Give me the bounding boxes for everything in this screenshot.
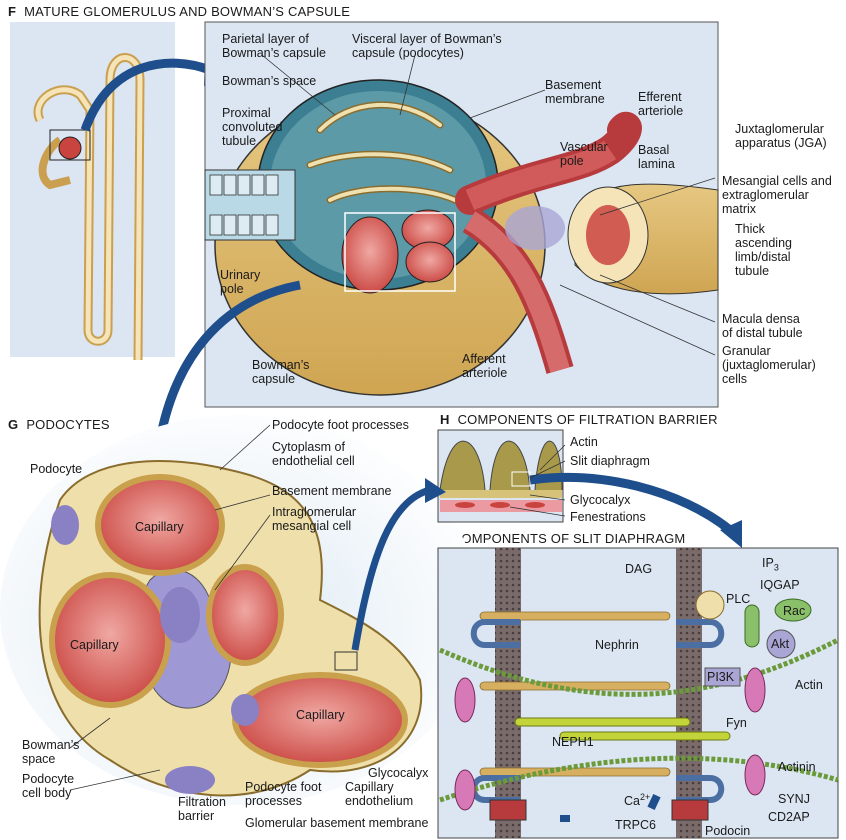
label-foot-processes: Podocyte foot processes xyxy=(272,418,409,432)
label-dag: DAG xyxy=(625,562,653,576)
label-basement-membrane-f: Basement membrane xyxy=(545,78,605,106)
zoom-arrow-h xyxy=(351,486,432,651)
label-rac: Rac xyxy=(783,604,806,618)
label-jga: Juxtaglomerular apparatus (JGA) xyxy=(735,122,827,150)
label-synj: SYNJ xyxy=(778,792,810,806)
label-cd2ap: CD2AP xyxy=(768,810,810,824)
leader-lines xyxy=(69,54,716,791)
zoom-arrow-f xyxy=(80,58,212,132)
label-fenestrations: Fenestrations xyxy=(570,510,646,524)
label-slit-diaphragm: Slit diaphragm xyxy=(570,454,650,468)
label-pi3k: PI3K xyxy=(707,670,735,684)
label-afferent-arteriole: Afferent arteriole xyxy=(462,352,508,380)
label-parietal-layer: Parietal layer of Bowman’s capsule xyxy=(222,32,326,60)
zoom-arrow-g xyxy=(155,280,301,441)
label-capillary-2: Capillary xyxy=(70,638,119,652)
label-nephrin: Nephrin xyxy=(595,638,639,652)
label-capillary-3: Capillary xyxy=(296,708,345,722)
label-akt: Akt xyxy=(771,637,790,651)
slit-diaphragm-panel xyxy=(437,547,840,839)
label-efferent-arteriole: Efferent arteriole xyxy=(638,90,684,118)
label-podocyte-cell-body: Podocyte cell body xyxy=(22,772,75,800)
label-plc: PLC xyxy=(726,592,751,606)
label-cytoplasm-endothelial: Cytoplasm of endothelial cell xyxy=(272,440,355,468)
label-calcium: Ca2+ xyxy=(624,792,651,809)
label-filtration-barrier: Filtration barrier xyxy=(178,795,226,823)
label-neph1: NEPH1 xyxy=(552,735,594,749)
label-bowman-space: Bowman’s space xyxy=(222,74,317,88)
label-fyn: Fyn xyxy=(726,716,747,730)
podocyte-panel xyxy=(0,415,480,805)
label-basement-membrane-g: Basement membrane xyxy=(272,484,392,498)
label-podocyte: Podocyte xyxy=(30,462,83,476)
label-glycocalyx-h: Glycocalyx xyxy=(570,493,631,507)
label-capillary-1: Capillary xyxy=(135,520,184,534)
label-bowman-capsule: Bowman’s capsule xyxy=(252,358,310,386)
label-gbm: Glomerular basement membrane xyxy=(245,816,429,830)
label-trpc6: TRPC6 xyxy=(615,818,656,832)
label-thick-ascending-limb: Thick ascending limb/distal tubule xyxy=(735,222,792,278)
label-actin-h: Actin xyxy=(570,435,598,449)
label-urinary-pole: Urinary pole xyxy=(220,268,261,296)
label-ip3: IP3 xyxy=(762,556,779,573)
label-macula-densa: Macula densa of distal tubule xyxy=(722,312,803,340)
label-granular-cells: Granular (juxtaglomerular) cells xyxy=(722,344,816,386)
nephron-thumbnail xyxy=(10,22,175,361)
label-iqgap: IQGAP xyxy=(760,578,800,592)
label-proximal-tubule: Proximal convoluted tubule xyxy=(222,106,283,148)
label-actinin: Actinin xyxy=(778,760,816,774)
label-glycocalyx-g: Glycocalyx xyxy=(368,766,429,780)
label-podocin: Podocin xyxy=(705,824,751,838)
label-foot-processes-2: Podocyte foot processes xyxy=(245,780,322,808)
label-mesangial-cells: Mesangial cells and extraglomerular matr… xyxy=(722,174,832,216)
label-actin-i: Actin xyxy=(795,678,823,692)
glomerulus-panel xyxy=(204,21,719,408)
label-basal-lamina: Basal lamina xyxy=(638,143,675,171)
label-bowman-space-g: Bowman’s space xyxy=(22,738,80,766)
label-intraglomerular-mesangial: Intraglomerular mesangial cell xyxy=(272,505,357,533)
zoom-arrow-i xyxy=(529,473,733,534)
label-visceral-layer: Visceral layer of Bowman’s capsule (podo… xyxy=(352,32,502,60)
label-vascular-pole: Vascular pole xyxy=(560,140,608,168)
label-capillary-endothelium: Capillary endothelium xyxy=(345,780,414,808)
